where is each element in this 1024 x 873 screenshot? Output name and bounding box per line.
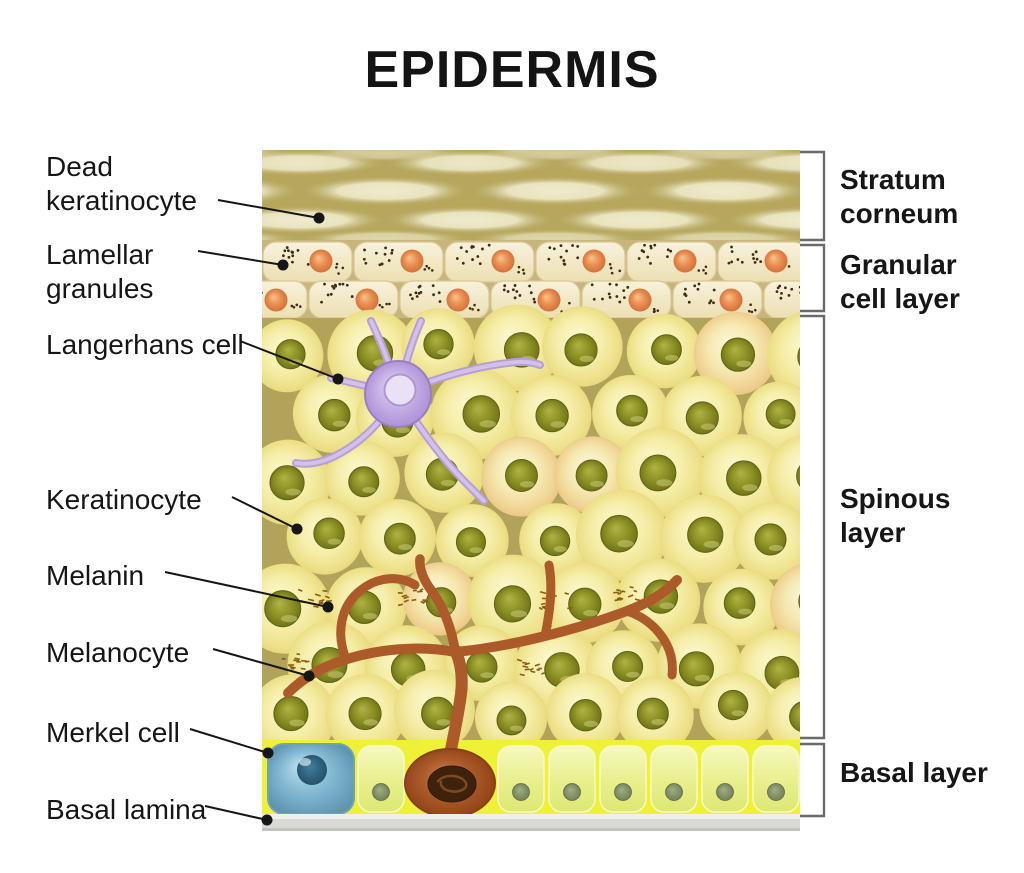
label-granular-cell-layer: Granular cell layer	[840, 248, 960, 316]
leader-dot	[262, 747, 274, 759]
label-line: Basal layer	[840, 757, 988, 788]
label-melanin: Melanin	[46, 559, 144, 593]
diagram-title: EPIDERMIS	[364, 41, 660, 99]
leader-dot	[303, 670, 315, 682]
leader-langerhans-cell	[239, 340, 339, 380]
bracket-basal-layer	[800, 742, 826, 818]
leader-melanocyte	[212, 648, 310, 677]
leader-merkel-cell	[189, 728, 269, 754]
label-melanocyte: Melanocyte	[46, 636, 189, 670]
label-line: layer	[840, 517, 906, 548]
label-langerhans-cell: Langerhans cell	[46, 328, 244, 362]
label-line: corneum	[840, 198, 959, 229]
leader-keratinocyte	[231, 496, 298, 530]
melanocyte-cell	[283, 554, 682, 818]
granular-cell-layer	[262, 240, 800, 319]
label-line: Merkel cell	[46, 717, 180, 748]
bracket-spinous-layer	[800, 314, 826, 740]
leader-lines	[164, 199, 344, 826]
label-stratum-corneum: Stratum corneum	[840, 163, 958, 231]
leader-basal-lamina	[204, 805, 268, 821]
label-line: Dead	[46, 151, 113, 182]
label-line: Melanocyte	[46, 637, 190, 668]
leader-dot	[277, 259, 289, 271]
leader-dot	[322, 601, 334, 613]
label-line: Lamellar	[46, 239, 154, 270]
label-keratinocyte: Keratinocyte	[46, 483, 202, 517]
leader-dead-keratinocyte	[217, 199, 320, 219]
leader-dot	[332, 373, 344, 385]
layer-brackets	[800, 150, 826, 818]
label-lamellar-granules: Lamellar granules	[46, 238, 153, 306]
label-line: keratinocyte	[46, 185, 197, 216]
label-line: Basal lamina	[46, 794, 207, 825]
basal-layer	[262, 740, 800, 818]
basal-lamina-strip	[262, 814, 800, 831]
label-line: granules	[46, 273, 154, 304]
label-line: Melanin	[46, 560, 145, 591]
langerhans-cell-figure	[292, 317, 544, 505]
leader-dot	[291, 523, 303, 535]
label-line: Granular	[840, 249, 957, 280]
leader-dot	[313, 212, 325, 224]
bracket-stratum-corneum	[800, 150, 826, 242]
label-line: Stratum	[840, 164, 946, 195]
label-line: Langerhans cell	[46, 329, 244, 360]
label-line: cell layer	[840, 283, 960, 314]
label-basal-lamina: Basal lamina	[46, 793, 206, 827]
bracket-granular-layer	[800, 243, 826, 313]
leader-lamellar-granules	[197, 250, 284, 266]
label-line: Spinous	[840, 483, 951, 514]
label-dead-keratinocyte: Dead keratinocyte	[46, 150, 197, 218]
label-basal-layer: Basal layer	[840, 756, 988, 790]
leader-melanin	[164, 571, 329, 608]
spinous-layer	[262, 304, 800, 760]
leader-dot	[261, 814, 273, 826]
label-line: Keratinocyte	[46, 484, 202, 515]
label-merkel-cell: Merkel cell	[46, 716, 180, 750]
label-spinous-layer: Spinous layer	[840, 482, 950, 550]
